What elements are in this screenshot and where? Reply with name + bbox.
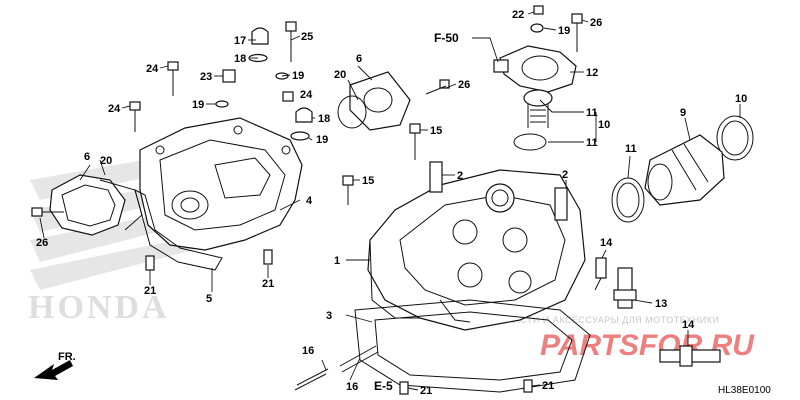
stud-16-b (339, 345, 379, 373)
callout-15-b: 15 (362, 175, 374, 187)
bolt-26-right (571, 13, 583, 52)
callout-19-c: 19 (558, 25, 570, 37)
bolt-25 (285, 21, 297, 62)
dowel-21-a (145, 255, 155, 271)
figure-code: HL38E0100 (718, 385, 771, 396)
head-cover-gasket (134, 189, 223, 271)
callout-13-b: 14 (682, 319, 695, 331)
callout-18-b: 19 (316, 134, 328, 146)
callout-8: 10 (735, 93, 747, 105)
spark-plug-13-a (613, 267, 637, 309)
callout-24-a: 24 (146, 63, 159, 75)
thermostat-9 (523, 89, 553, 128)
callout-20-b: 20 (334, 69, 346, 81)
callout-4: 4 (306, 195, 313, 207)
dowel-21-b (263, 249, 273, 265)
callout-15-a: 15 (430, 125, 442, 137)
head-gasket-inner (374, 311, 573, 381)
dowel-21-d (523, 379, 533, 393)
bolt-24-a (167, 61, 179, 96)
callout-6-a: 6 (84, 151, 90, 163)
ref-f50: F-50 (434, 31, 459, 45)
callout-19-a: 19 (292, 70, 304, 82)
o-ring-20-center (337, 95, 367, 129)
washer-18-b (290, 131, 310, 141)
o-ring-11 (513, 133, 547, 151)
callout-21-c: 21 (420, 385, 432, 397)
valve-guide-2-a (429, 161, 443, 193)
callout-7: 9 (680, 107, 686, 119)
bolt-26-left (31, 207, 64, 217)
front-label: FR. (58, 351, 76, 363)
front-direction-arrow: FR. (34, 351, 76, 380)
callout-6-b: 6 (356, 53, 362, 65)
intake-tube-7 (644, 134, 725, 206)
site-tagline: ЗАПЧАСТИ И АКСЕССУАРЫ ДЛЯ МОТОТЕХНИКИ (488, 315, 719, 325)
callout-10: 10 (598, 119, 610, 131)
spark-plug-13-b (659, 345, 721, 367)
callout-9-a: 11 (586, 107, 598, 119)
dowel-21-c (399, 381, 409, 395)
cap-nut-17-b (295, 107, 313, 123)
head-gasket (354, 299, 591, 393)
bolt-15-b (342, 175, 354, 205)
callout-2-b: 2 (562, 169, 568, 181)
callout-16-a: 16 (302, 345, 314, 357)
ref-e5: E-5 (374, 379, 393, 393)
seal-19-b (215, 100, 229, 108)
cap-nut-17-a (251, 27, 269, 45)
callout-26-a: 26 (36, 237, 48, 249)
callout-9-b: 11 (625, 143, 637, 155)
callout-21-b: 21 (262, 278, 274, 290)
callout-22: 22 (512, 9, 524, 21)
callout-13-a: 13 (655, 298, 667, 310)
callout-24-b: 24 (108, 103, 121, 115)
bolt-26-center (425, 79, 450, 95)
cylinder-head (367, 169, 586, 331)
callout-3: 3 (326, 310, 332, 322)
bolt-15-a (409, 123, 421, 160)
breather-cover-left (49, 174, 143, 236)
cylinder-head-cover (139, 117, 303, 251)
callout-20-a: 20 (100, 155, 112, 167)
clamp-8 (716, 115, 754, 161)
callout-labels: 25 17 18 19 24 23 19 24 24 18 19 4 5 21 … (36, 9, 747, 397)
callout-5: 5 (206, 293, 212, 305)
callout-12: 12 (586, 67, 598, 79)
insulator-6-center (349, 71, 411, 131)
callout-19-b: 19 (192, 99, 204, 111)
seal-19-c (530, 23, 544, 33)
callout-17-b: 18 (318, 113, 330, 125)
callout-16-b: 16 (346, 381, 358, 393)
callout-14: 14 (600, 237, 613, 249)
callout-1: 1 (334, 255, 340, 267)
callout-23: 23 (200, 71, 212, 83)
bolt-24-b (129, 101, 141, 132)
callout-21-d: 21 (542, 380, 554, 392)
nut-23 (222, 69, 236, 83)
clamp-9 (611, 177, 645, 223)
honda-wordmark: HONDA (28, 289, 170, 326)
site-logo: PARTSFOR.RU (540, 329, 755, 362)
leader-lines (39, 11, 741, 391)
callout-26-c: 26 (590, 17, 602, 29)
sensor-14 (594, 257, 607, 291)
callout-18-a: 18 (234, 53, 246, 65)
callout-25: 25 (301, 31, 313, 43)
callout-17-a: 17 (234, 35, 246, 47)
valve-guide-2-b (554, 187, 568, 221)
callout-2-a: 2 (457, 170, 463, 182)
stud-16-a (294, 368, 329, 391)
callout-21-a: 21 (144, 285, 156, 297)
nut-24-c (282, 91, 294, 102)
callout-26-b: 26 (458, 79, 470, 91)
bolt-22 (533, 5, 544, 15)
callout-11: 11 (586, 137, 598, 149)
thermostat-housing (493, 45, 577, 93)
callout-24-c: 24 (300, 89, 313, 101)
